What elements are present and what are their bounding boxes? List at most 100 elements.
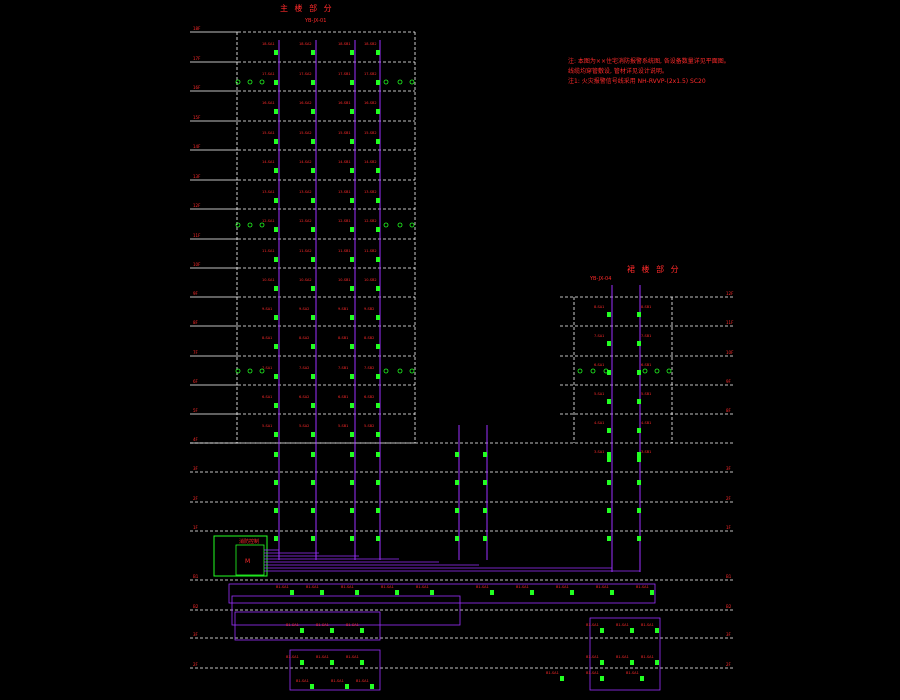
device-tag: 8-SA1 [594,305,604,309]
device-tag: B1-SA1 [596,585,609,589]
floor-level-label: B1 [193,574,199,579]
floor-level-label: 4F [193,437,199,442]
device-tag: B1-SA1 [556,585,569,589]
detector-device [330,628,334,633]
device-tag: 15-SB1 [338,131,351,135]
floor-level-label: B1 [726,574,732,579]
device-tag: 17-SB1 [338,72,351,76]
design-note-1: 注: 本图为××住宅消防报警系统图, 各设备数量详见平面图。 [568,58,730,65]
detector-device [607,312,611,317]
detector-device [607,428,611,433]
floor-level-label: 8F [193,320,199,325]
device-tag: 4-SA1 [594,421,604,425]
sounder-symbol [397,79,403,85]
device-tag: 14-SB1 [338,160,351,164]
detector-device [350,109,354,114]
floor-level-label: 2F [193,496,199,501]
floor-level-label: 10F [726,350,734,355]
detector-device [350,168,354,173]
detector-device [311,432,315,437]
detector-device [637,536,641,541]
device-tag: 18-SA2 [299,42,312,46]
detector-device [360,628,364,633]
basement-loop [234,611,381,641]
device-tag: 12-SB1 [338,219,351,223]
main-riser-label: YB-JX-01 [305,18,327,24]
detector-device [637,452,641,457]
detector-device [350,452,354,457]
device-tag: 9-SB2 [364,307,374,311]
detector-device [274,168,278,173]
device-tag: B1-SA1 [286,623,299,627]
device-tag: 10-SB1 [338,278,351,282]
device-tag: 18-SB2 [364,42,377,46]
device-tag: 9-SA2 [299,307,309,311]
device-tag: 3-SA1 [594,450,604,454]
device-tag: 17-SA1 [262,72,275,76]
device-tag: 11-SA2 [299,249,312,253]
detector-device [350,198,354,203]
detector-device [274,80,278,85]
detector-device [370,684,374,689]
detector-device [376,374,380,379]
detector-device [350,80,354,85]
device-tag: B1-SA1 [306,585,319,589]
device-tag: B1-SA1 [586,671,599,675]
detector-device [607,536,611,541]
device-tag: 11-SB2 [364,249,377,253]
sounder-symbol [259,222,265,228]
device-tag: 12-SA2 [299,219,312,223]
detector-device [637,428,641,433]
detector-device [376,109,380,114]
basement-loop [228,583,656,604]
detector-device [637,457,641,462]
detector-device [430,590,434,595]
sounder-symbol [247,368,253,374]
floor-level-label: 12F [726,291,734,296]
detector-device [630,628,634,633]
device-tag: B1-SA1 [276,585,289,589]
detector-device [350,50,354,55]
detector-device [376,168,380,173]
device-tag: B1-SA1 [356,679,369,683]
device-tag: 3-SB1 [641,450,651,454]
detector-device [350,374,354,379]
detector-device [376,139,380,144]
detector-device [376,257,380,262]
device-tag: 8-SB2 [364,336,374,340]
floor-level-label: 3F [726,466,732,471]
detector-device [360,660,364,665]
floor-level-label: 13F [193,174,201,179]
detector-device [607,480,611,485]
detector-device [607,399,611,404]
device-tag: 14-SB2 [364,160,377,164]
floor-level-label: 9F [726,379,732,384]
device-tag: 18-SB1 [338,42,351,46]
device-tag: 16-SB1 [338,101,351,105]
detector-device [311,536,315,541]
detector-device [311,80,315,85]
detector-device [607,370,611,375]
device-tag: B1-SA1 [296,679,309,683]
detector-device [376,227,380,232]
detector-device [607,452,611,457]
device-tag: 7-SA1 [594,334,604,338]
detector-device [311,109,315,114]
sounder-symbol [409,79,415,85]
device-tag: 13-SB2 [364,190,377,194]
floor-level-label: 1F [193,525,199,530]
detector-device [320,590,324,595]
detector-device [350,286,354,291]
detector-device [350,508,354,513]
detector-device [376,432,380,437]
detector-device [637,399,641,404]
detector-device [600,676,604,681]
detector-device [376,452,380,457]
detector-device [311,139,315,144]
sounder-symbol [666,368,672,374]
detector-device [350,536,354,541]
detector-device [300,628,304,633]
detector-device [376,508,380,513]
control-cabinet-label: 消防控制 [239,539,260,545]
